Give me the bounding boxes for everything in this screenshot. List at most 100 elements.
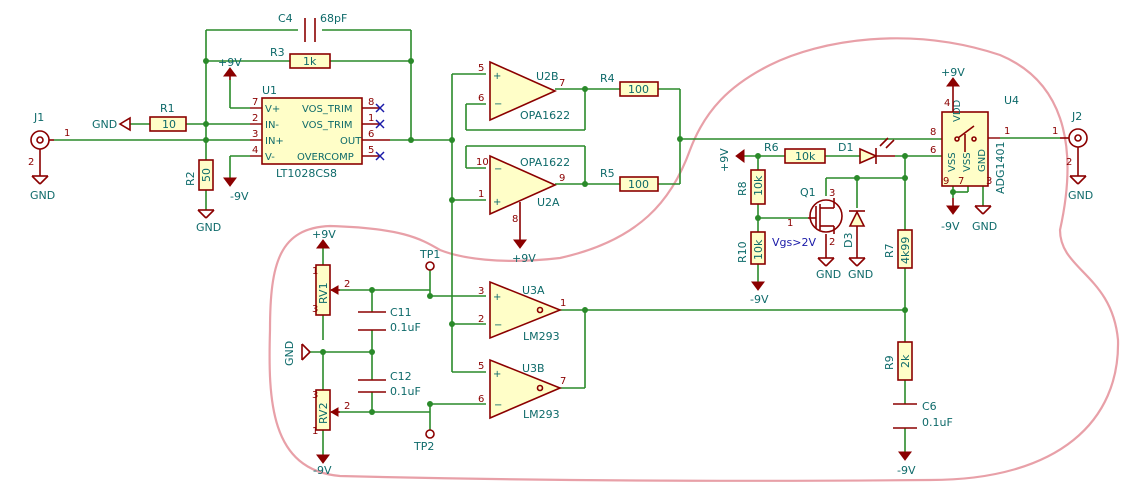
capacitor-c12: C12 0.1uF	[358, 370, 421, 398]
u1-num4: 4	[252, 145, 258, 156]
svg-text:−: −	[494, 164, 502, 175]
rv2-ref: RV2	[317, 402, 330, 424]
u1-neg-label: -9V	[230, 190, 249, 203]
rv2-num2: 2	[344, 401, 350, 412]
opamp-u2a: − + 10 1 9 OPA1622 U2A 8 +9V	[476, 154, 570, 265]
gnd-symbol-r1: GND	[92, 116, 131, 132]
gnd-symbol-comp: GND	[283, 341, 311, 366]
u2b-ref: U2B	[536, 70, 559, 83]
u4-gnd-label: GND	[972, 220, 997, 233]
r2-ref: R2	[184, 171, 197, 186]
u4-num6: 6	[930, 145, 936, 156]
tp2-ref: TP2	[413, 440, 434, 453]
power-pos-rv1: +9V	[312, 228, 336, 249]
u4-pin-vdd: VDD	[952, 99, 963, 122]
capacitor-c11: C11 0.1uF	[358, 306, 421, 334]
resistor-r2: 50 R2 GND	[184, 159, 221, 234]
r8-value: 10k	[752, 175, 765, 196]
u3b-num5: 5	[478, 361, 484, 372]
j1-ref: J1	[33, 111, 44, 124]
u2b-value: OPA1622	[520, 109, 570, 122]
rv2-num3: 3	[312, 390, 318, 401]
wires	[54, 29, 1060, 455]
u1-num3: 3	[252, 129, 258, 140]
u1-pin-vostrim1: VOS_TRIM	[302, 120, 353, 131]
r3-ref: R3	[270, 46, 285, 59]
resistor-r1: R1 10	[149, 102, 187, 132]
comparator-u3a: + − 3 2 1 U3A LM293	[478, 280, 566, 343]
r2-value: 50	[200, 168, 213, 182]
comparator-u3b: + − 5 6 7 U3B LM293	[478, 358, 566, 421]
c11-value: 0.1uF	[390, 321, 421, 334]
u3b-num6: 6	[478, 394, 484, 405]
svg-text:+: +	[493, 71, 501, 82]
ic-u1: V+ IN- IN+ V- VOS_TRIM VOS_TRIM OUT OVER…	[250, 84, 390, 180]
c6-value: 0.1uF	[922, 416, 953, 429]
connector-j1: J1 1 2 GND	[28, 111, 70, 202]
u4-num4: 4	[944, 98, 950, 109]
c6-neg-label: -9V	[897, 464, 916, 477]
u1-pin-inplus: IN+	[265, 136, 284, 147]
u3a-ref: U3A	[522, 284, 545, 297]
j1-pin2: 2	[28, 157, 34, 168]
r10-value: 10k	[752, 239, 765, 260]
q1-ref: Q1	[800, 186, 816, 199]
u1-pin-overcomp: OVERCOMP	[297, 152, 354, 163]
r10-ref: R10	[736, 241, 749, 263]
power-neg-u1: -9V	[223, 177, 249, 203]
u1-pin-vplus: V+	[265, 104, 280, 115]
u4-pin-vss2: VSS	[962, 152, 973, 172]
u4-value: ADG1401	[994, 141, 1007, 194]
u4-num8: 8	[930, 127, 936, 138]
u1-num7: 7	[252, 97, 258, 108]
u3b-ref: U3B	[522, 362, 545, 375]
r9-ref: R9	[883, 355, 896, 370]
svg-text:−: −	[494, 320, 502, 331]
testpoint-tp2: TP2	[413, 429, 435, 453]
power-pos-r6: +9V	[718, 148, 745, 172]
c12-ref: C12	[390, 370, 412, 383]
potentiometer-rv2: RV2 3 2 1 -9V	[312, 389, 350, 477]
rv1-num1: 1	[312, 266, 318, 277]
j2-ref: J2	[1071, 110, 1082, 123]
svg-text:+: +	[493, 197, 501, 208]
mosfet-q1: Q1 1 3 2 GND Vgs>2V	[772, 186, 843, 281]
u4-num9: 9	[943, 176, 949, 187]
q1-num2: 2	[829, 237, 835, 248]
c4-value: 68pF	[320, 12, 347, 25]
resistor-r10: 10k R10 -9V	[736, 231, 769, 306]
r4-ref: R4	[600, 72, 615, 85]
r10-neg-label: -9V	[750, 293, 769, 306]
u1-num5: 5	[368, 145, 374, 156]
u3b-num7: 7	[560, 376, 566, 387]
u1-pin-vminus: V-	[265, 152, 275, 163]
svg-text:−: −	[494, 99, 502, 110]
gnd-label-r1: GND	[92, 118, 117, 131]
rv1-num3: 3	[312, 304, 318, 315]
u1-ref: U1	[262, 84, 277, 97]
u2a-num9: 9	[559, 173, 565, 184]
rv1-ref: RV1	[317, 282, 330, 304]
r6-pos-label: +9V	[718, 148, 731, 172]
resistor-r8: 10k R8	[736, 169, 766, 205]
u4-num7: 7	[958, 176, 964, 187]
rv2-num1: 1	[312, 426, 318, 437]
rv1-num2: 2	[344, 279, 350, 290]
j1-pin1: 1	[64, 128, 70, 139]
r7-ref: R7	[883, 243, 896, 258]
u4-pin-vss1: VSS	[947, 152, 958, 172]
r1-value: 10	[162, 118, 176, 131]
q1-num1: 1	[787, 218, 793, 229]
u2a-pos-label: +9V	[512, 252, 536, 265]
svg-text:+: +	[493, 292, 501, 303]
u1-num6: 6	[368, 129, 374, 140]
u3a-num2: 2	[478, 314, 484, 325]
d1-ref: D1	[838, 141, 853, 154]
u1-pos-label: +9V	[218, 56, 242, 69]
u4-num3: 3	[986, 176, 992, 187]
u2a-num1: 1	[478, 189, 484, 200]
switch-u4: VDD VSS VSS GND +9V 4 8 6 1 9 7 3 -9V GN…	[930, 66, 1019, 233]
resistor-r6: R6 10k	[764, 141, 826, 164]
resistor-r7: 4k99 R7	[883, 229, 913, 269]
u2a-value: OPA1622	[520, 156, 570, 169]
